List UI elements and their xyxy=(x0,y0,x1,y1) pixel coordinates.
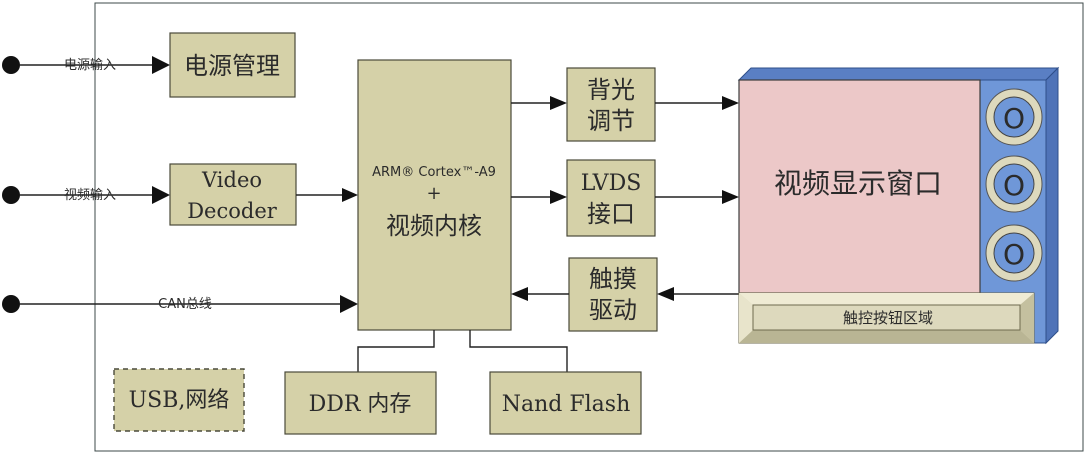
power-management-block: 电源管理 xyxy=(169,32,296,98)
display-button-1-glyph: O xyxy=(1003,102,1025,135)
power-management-label: 电源管理 xyxy=(184,52,280,80)
core-processor-block: ARM® Cortex™-A9 + 视频内核 xyxy=(357,59,512,331)
video-input-terminal xyxy=(2,186,20,204)
power-input: 电源输入 xyxy=(2,56,170,74)
display-button-1[interactable]: O xyxy=(985,88,1043,146)
nand-flash-label: Nand Flash xyxy=(502,392,631,417)
backlight-block: 背光 调节 xyxy=(566,67,656,142)
display-device: 视频显示窗口 O O O 触控按钮区域 xyxy=(737,66,1060,345)
touch-button-area-label: 触控按钮区域 xyxy=(843,309,933,327)
ddr-memory-label: DDR 内存 xyxy=(309,392,412,417)
core-label-plus: + xyxy=(426,183,441,204)
usb-network-block: USB,网络 xyxy=(113,368,245,432)
video-decoder-label-line1: Video xyxy=(201,168,262,192)
video-input-label: 视频输入 xyxy=(64,187,116,203)
board-frame xyxy=(94,2,1084,452)
nand-flash-block: Nand Flash xyxy=(489,371,642,435)
lvds-label-line1: LVDS xyxy=(581,171,642,196)
touch-driver-block: 触摸 驱动 xyxy=(568,257,658,332)
display-button-2[interactable]: O xyxy=(985,155,1043,213)
core-label-video-kernel: 视频内核 xyxy=(386,212,482,240)
touch-driver-label-line1: 触摸 xyxy=(589,265,637,293)
display-button-2-glyph: O xyxy=(1003,169,1025,202)
core-label-arm: ARM® Cortex™-A9 xyxy=(372,165,496,180)
touch-button-area[interactable]: 触控按钮区域 xyxy=(738,292,1035,344)
power-input-label: 电源输入 xyxy=(64,57,116,73)
lvds-block: LVDS 接口 xyxy=(566,159,656,237)
ddr-memory-block: DDR 内存 xyxy=(284,371,437,435)
video-decoder-block: Video Decoder xyxy=(169,163,297,226)
can-input-label: CAN总线 xyxy=(158,297,212,312)
video-input: 视频输入 xyxy=(2,186,170,204)
display-button-3-glyph: O xyxy=(1003,238,1025,271)
video-decoder-label-line2: Decoder xyxy=(187,199,278,223)
power-input-terminal xyxy=(2,56,20,74)
can-input-terminal xyxy=(2,295,20,313)
usb-network-label: USB,网络 xyxy=(129,388,230,413)
video-display-window xyxy=(738,79,981,294)
backlight-label-line1: 背光 xyxy=(587,76,635,104)
display-button-3[interactable]: O xyxy=(985,224,1043,282)
can-input: CAN总线 xyxy=(2,295,358,313)
lvds-label-line2: 接口 xyxy=(587,200,635,228)
touch-driver-label-line2: 驱动 xyxy=(589,296,637,324)
video-display-window-label: 视频显示窗口 xyxy=(774,167,942,200)
backlight-label-line2: 调节 xyxy=(587,107,635,135)
